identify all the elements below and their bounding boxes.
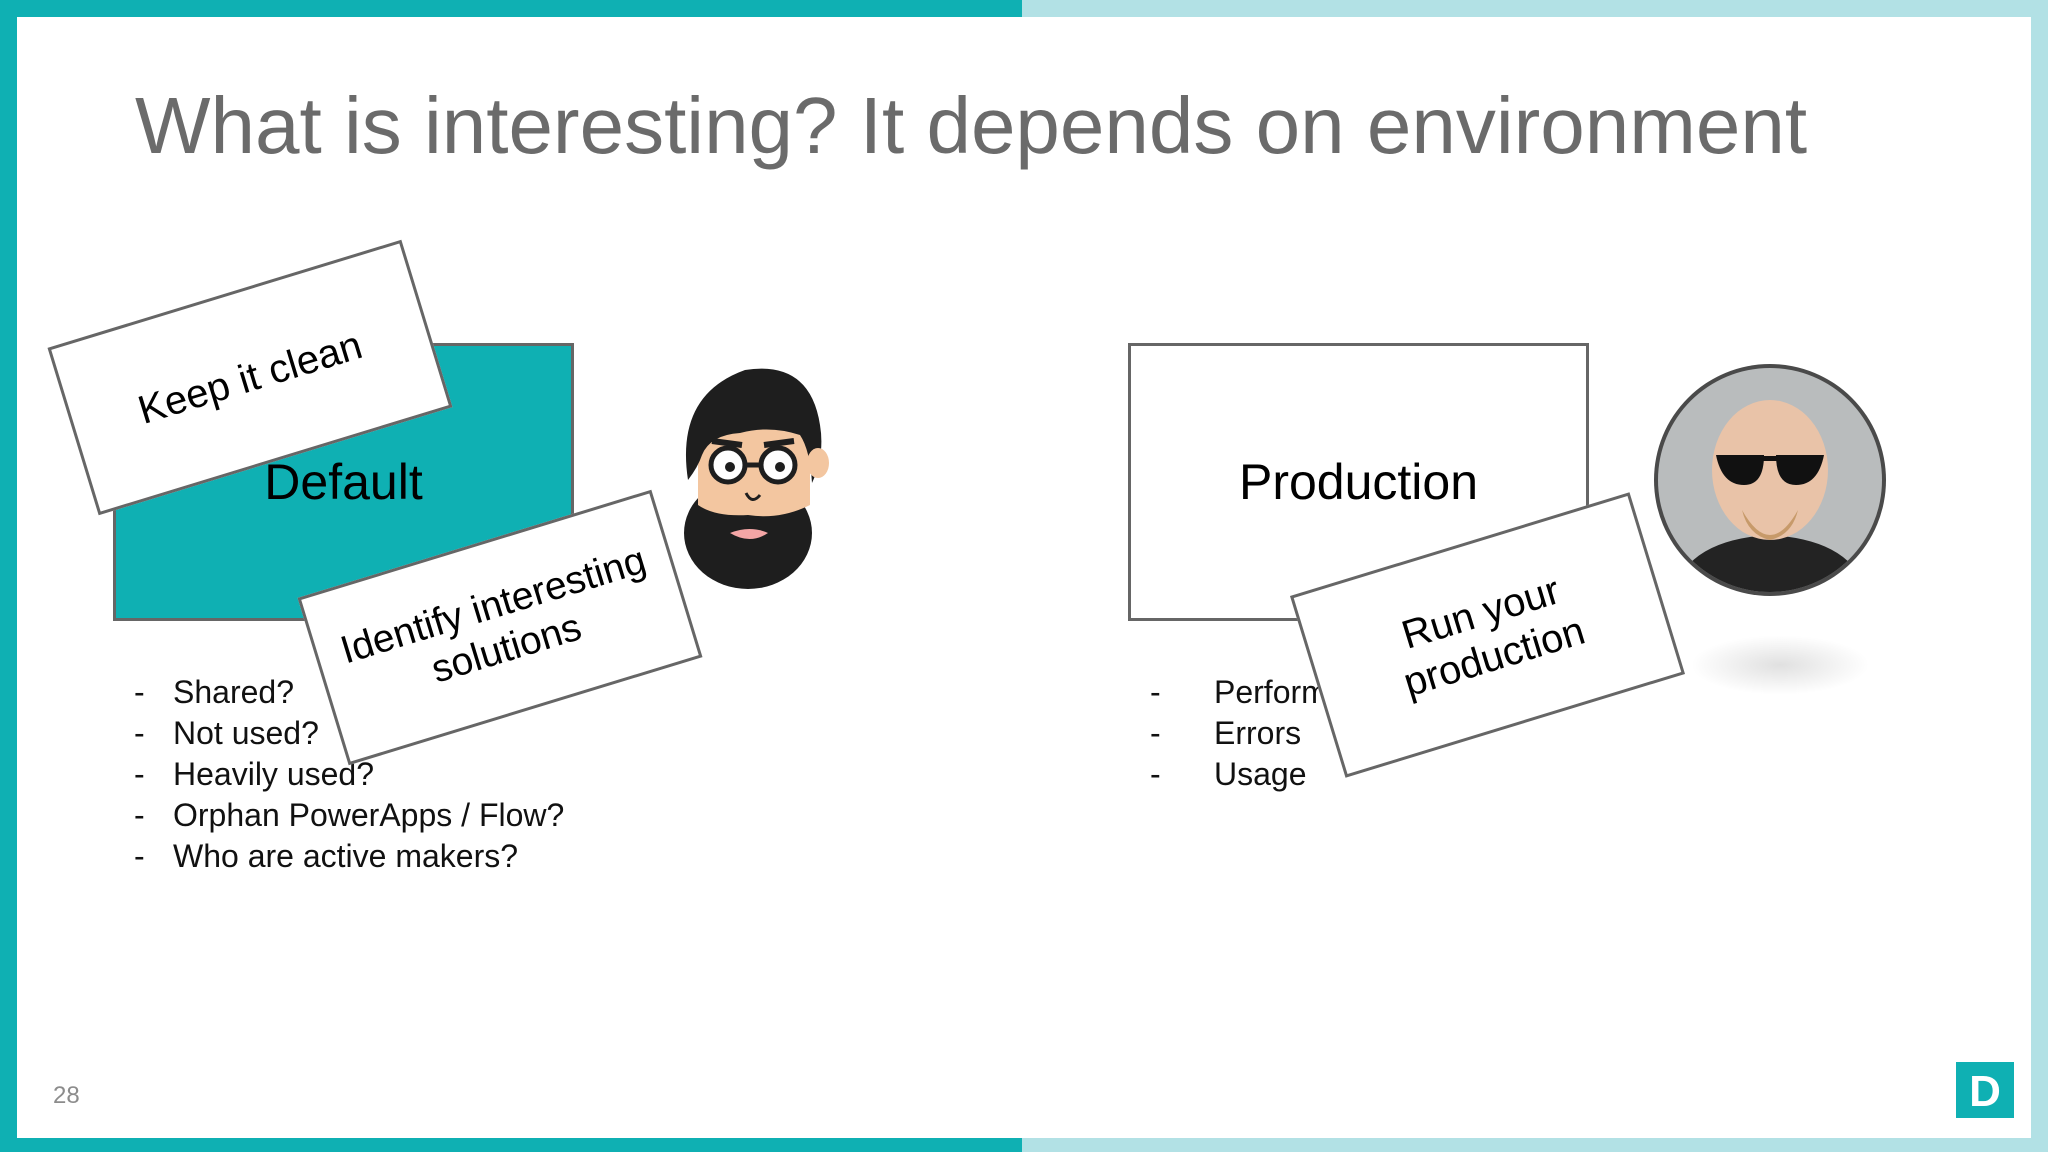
frame-bottom-right — [1022, 1138, 2048, 1152]
bullet-text: Not used? — [173, 715, 319, 751]
default-environment-label: Default — [264, 454, 423, 510]
logo-letter: D — [1969, 1067, 2001, 1116]
frame-top-left — [0, 0, 1022, 17]
bullet-marker: - — [134, 756, 145, 792]
list-item: - Errors — [1150, 713, 1397, 754]
bullet-marker: - — [134, 674, 145, 710]
man-with-sunglasses-photo-icon — [1654, 364, 1886, 596]
frame-right — [2031, 0, 2048, 1152]
list-item: -Not used? — [134, 713, 564, 754]
bullet-text: Shared? — [173, 674, 294, 710]
slide-title: What is interesting? It depends on envir… — [135, 81, 1808, 170]
frame-top-right — [1022, 0, 2048, 17]
photo-shadow — [1690, 635, 1870, 695]
production-bullet-list: -Performance -Errors -Usage — [1150, 672, 1397, 795]
bullet-text: Errors — [1214, 715, 1302, 751]
bullet-text: Who are active makers? — [173, 838, 519, 874]
bullet-marker: - — [1150, 674, 1161, 710]
bullet-marker: - — [134, 715, 145, 751]
frame-left — [0, 0, 17, 1152]
list-item: -Who are active makers? — [134, 836, 564, 877]
d-logo-icon: D — [1956, 1062, 2014, 1118]
bullet-marker: - — [134, 797, 145, 833]
production-environment-label: Production — [1238, 454, 1479, 510]
frame-bottom-left — [0, 1138, 1022, 1152]
keep-it-clean-text: Keep it clean — [132, 322, 368, 433]
default-bullet-list: -Shared? -Not used? -Heavily used? -Orph… — [134, 672, 564, 877]
bullet-text: Usage — [1214, 756, 1307, 792]
run-production-text: Run your production — [1396, 568, 1590, 706]
bullet-marker: - — [134, 838, 145, 874]
bearded-man-cartoon-icon — [684, 368, 829, 589]
bullet-marker: - — [1150, 756, 1161, 792]
list-item: -Orphan PowerApps / Flow? — [134, 795, 564, 836]
bullet-marker: - — [1150, 715, 1161, 751]
list-item: -Heavily used? — [134, 754, 564, 795]
bullet-text: Orphan PowerApps / Flow? — [173, 797, 565, 833]
list-item: - Usage — [1150, 754, 1397, 795]
bullet-text: Heavily used? — [173, 756, 374, 792]
page-number: 28 — [53, 1082, 80, 1109]
list-item: -Shared? — [134, 672, 564, 713]
